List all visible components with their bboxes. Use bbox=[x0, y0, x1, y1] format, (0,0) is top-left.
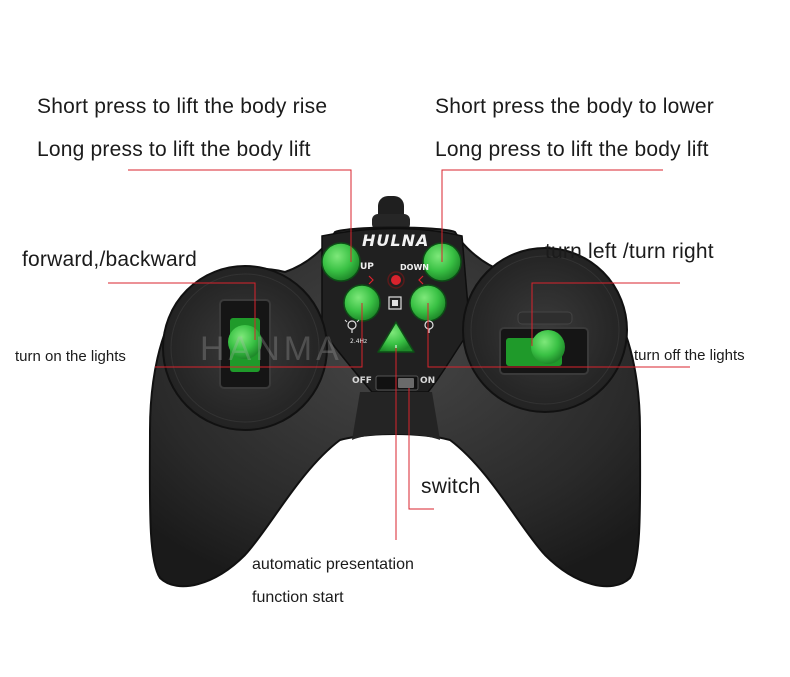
label-down-short: Short press the body to lower bbox=[435, 95, 714, 118]
right-stick[interactable] bbox=[462, 247, 628, 413]
up-label: UP bbox=[360, 262, 374, 272]
label-forward-backward: forward,/backward bbox=[22, 248, 197, 271]
label-lights-on: turn on the lights bbox=[15, 348, 126, 365]
leader-forward bbox=[108, 282, 256, 340]
leader-switch bbox=[408, 388, 434, 510]
label-up-short: Short press to lift the body rise bbox=[37, 95, 328, 118]
label-auto-demo-1: automatic presentation bbox=[252, 556, 414, 573]
leader-lines bbox=[108, 169, 690, 541]
label-up-long: Long press to lift the body lift bbox=[37, 138, 311, 161]
leader-up bbox=[128, 169, 352, 262]
antenna bbox=[372, 196, 410, 230]
left-stick[interactable] bbox=[162, 265, 328, 431]
bulb-off-icon bbox=[424, 320, 434, 333]
bulb-on-icon bbox=[344, 319, 360, 333]
brand-logo: HULNA bbox=[362, 231, 430, 250]
frequency-label: 2.4Hz bbox=[350, 338, 368, 345]
leader-lights-on bbox=[155, 303, 363, 368]
leader-lights-off bbox=[427, 303, 690, 368]
label-turn-left-right: turn left /turn right bbox=[545, 240, 714, 263]
off-label: OFF bbox=[352, 376, 372, 386]
label-down-long: Long press to lift the body lift bbox=[435, 138, 709, 161]
label-auto-demo-2: function start bbox=[252, 589, 344, 606]
up-button[interactable] bbox=[321, 242, 361, 282]
label-switch: switch bbox=[421, 475, 481, 498]
power-switch[interactable] bbox=[375, 375, 419, 391]
down-label: DOWN bbox=[400, 263, 429, 272]
watermark: HANMA bbox=[200, 330, 343, 368]
power-led bbox=[387, 271, 405, 289]
leader-down bbox=[441, 169, 663, 262]
label-lights-off: turn off the lights bbox=[634, 347, 745, 364]
on-label: ON bbox=[420, 376, 436, 386]
chip-icon bbox=[388, 296, 402, 310]
leader-turn bbox=[531, 282, 680, 346]
